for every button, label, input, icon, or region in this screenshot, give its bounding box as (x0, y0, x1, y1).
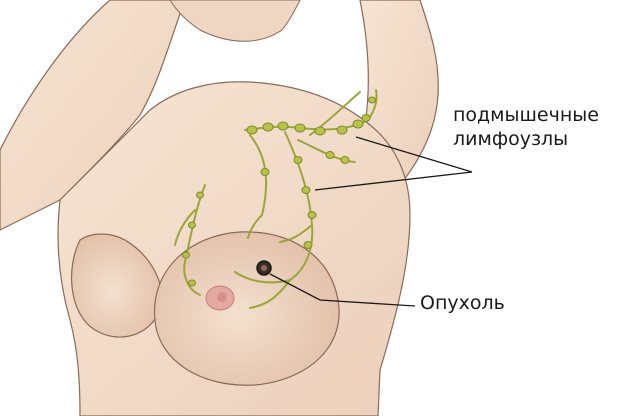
lymph-nodes-label: подмышечные лимфоузлы (453, 103, 599, 151)
tumor-label: Опухоль (420, 291, 505, 315)
lymph-nodes-label-line1: подмышечные (453, 103, 599, 127)
tumor-center-icon (261, 265, 267, 271)
nipple (217, 292, 227, 302)
lymph-nodes-label-line2: лимфоузлы (453, 127, 599, 151)
neck (170, 0, 300, 41)
